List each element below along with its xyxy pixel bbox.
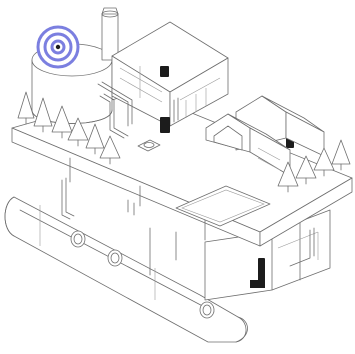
- roof-unit: [160, 66, 169, 77]
- porthole-3: [200, 302, 214, 318]
- porthole-1: [71, 231, 85, 247]
- concentric-target-icon: [38, 27, 78, 67]
- chimney: [102, 8, 118, 60]
- ground-unit: [160, 117, 170, 133]
- tree: [332, 140, 350, 170]
- porthole-2: [108, 250, 122, 266]
